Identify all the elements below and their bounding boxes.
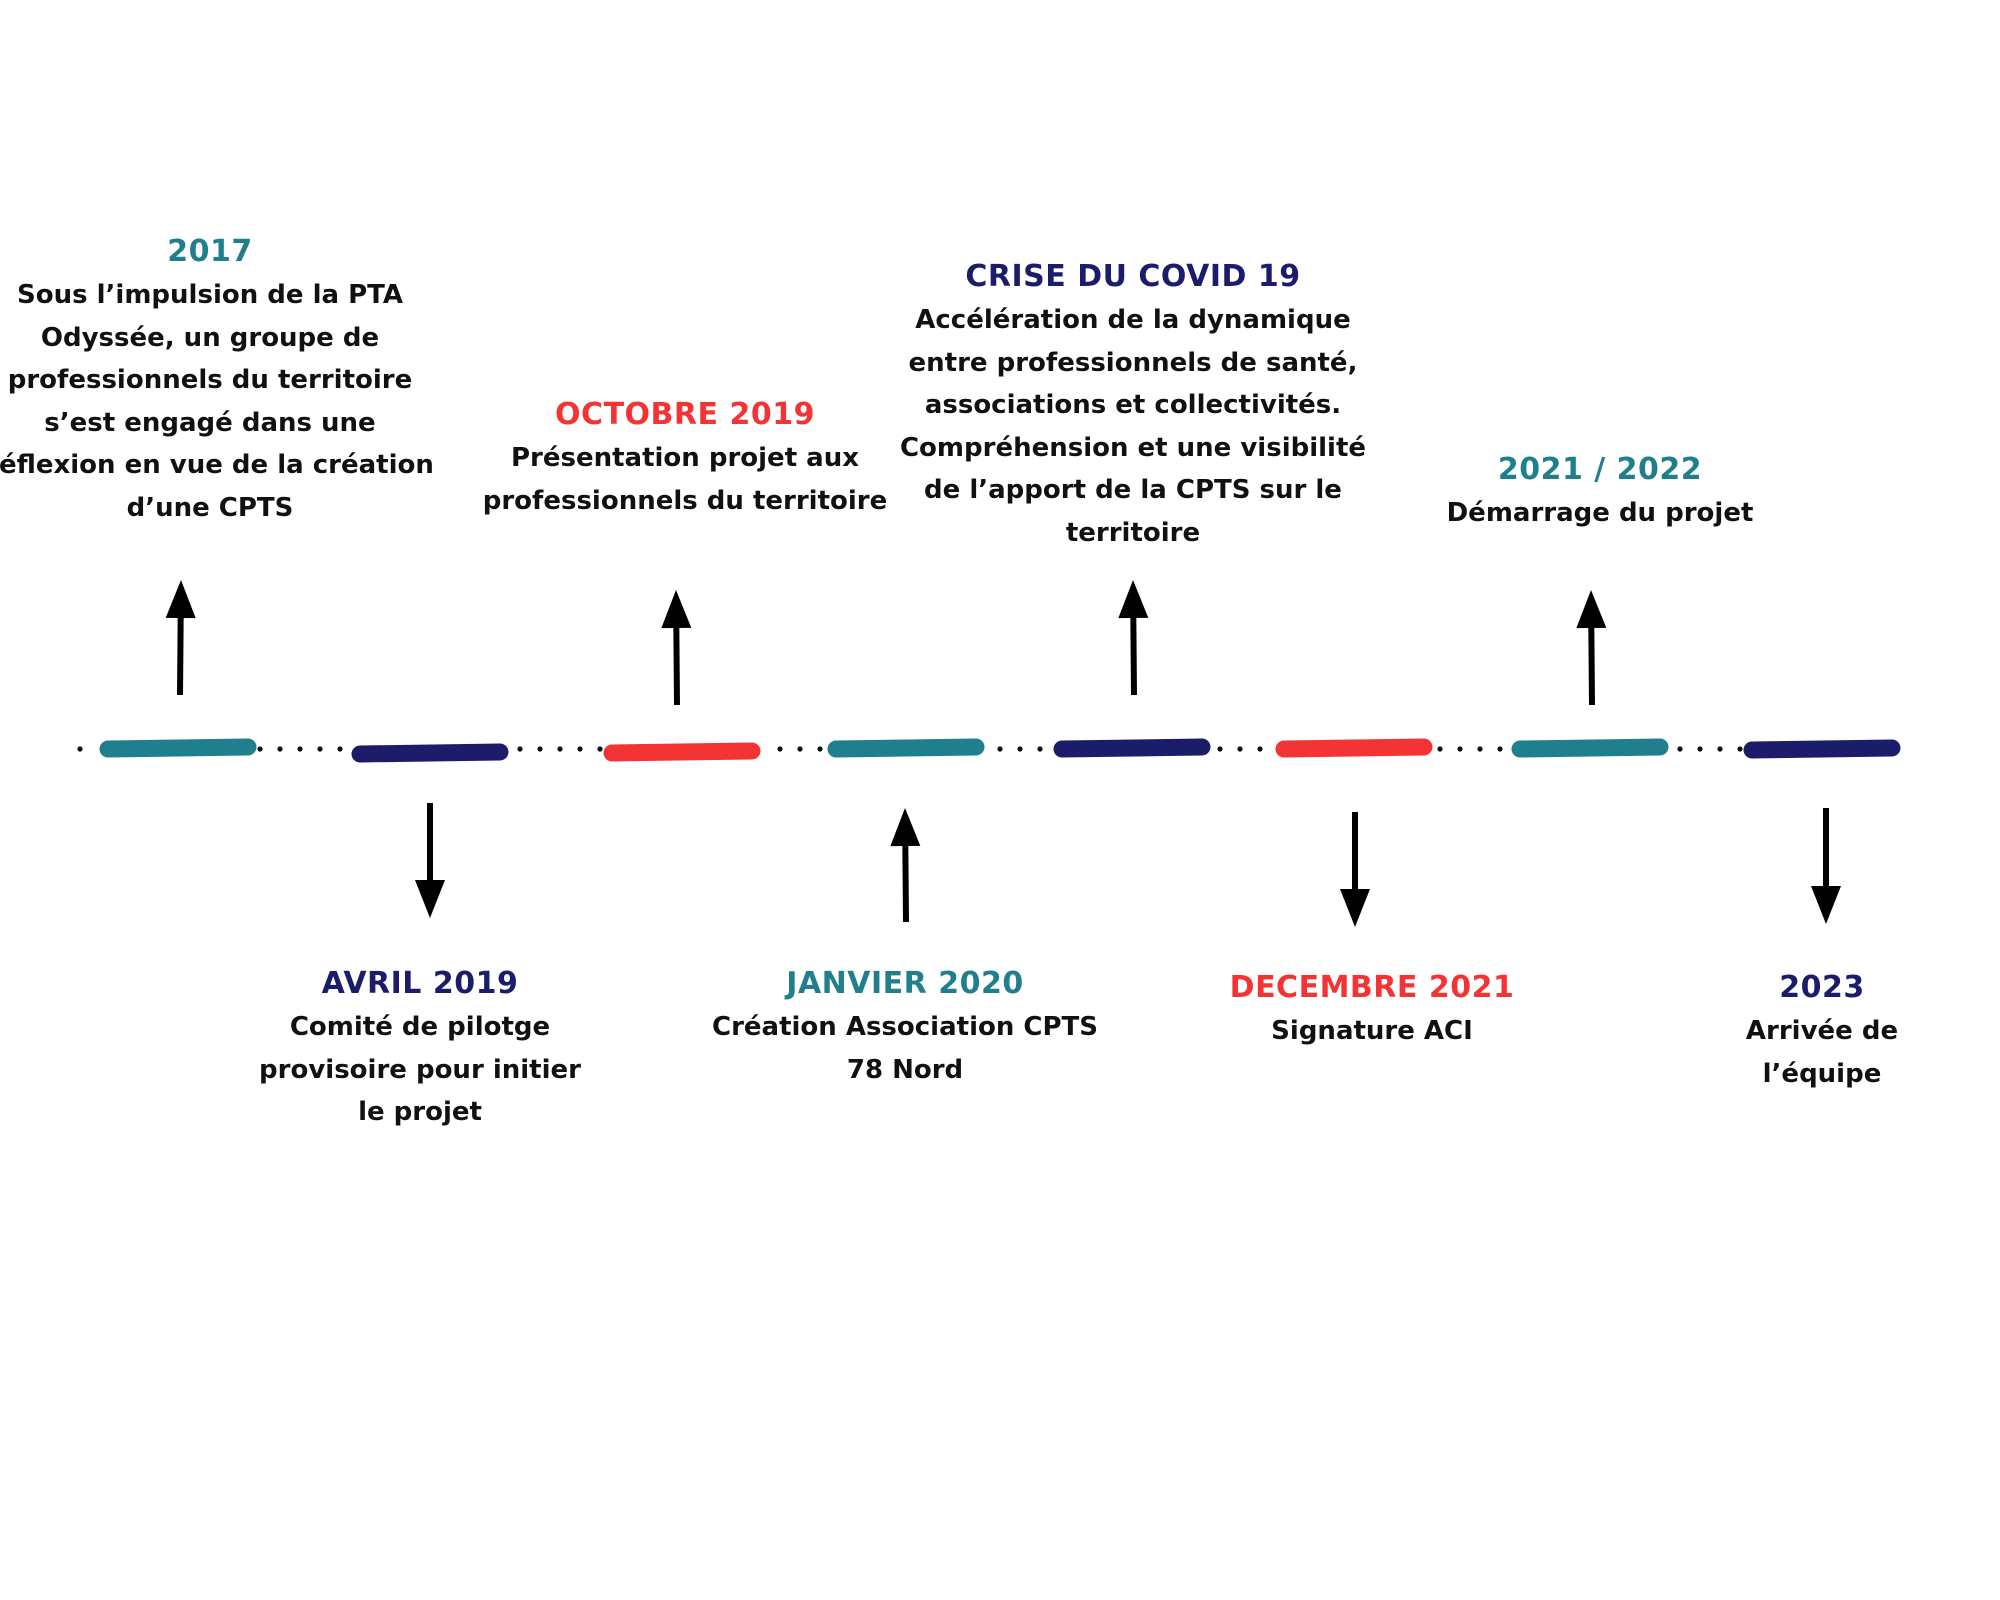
timeline-segment: [1275, 738, 1433, 758]
event-description: Comité de pilotge provisoire pour initie…: [259, 1012, 581, 1127]
timeline-dot: [1257, 746, 1263, 752]
arrow-up-icon: [1118, 580, 1149, 696]
event-description: Accélération de la dynamique entre profe…: [899, 305, 1367, 548]
timeline-dot: [1457, 746, 1463, 752]
arrow-down-icon: [1811, 808, 1841, 924]
timeline-dot: [557, 746, 563, 752]
event-avril-2019: AVRIL 2019 Comité de pilotge provisoire …: [259, 962, 581, 1134]
event-date: JANVIER 2020: [786, 966, 1024, 1001]
arrow-down-icon: [890, 808, 921, 923]
timeline-segments: [99, 738, 1901, 763]
timeline-dot: [1477, 746, 1483, 752]
event-date: DECEMBRE 2021: [1229, 970, 1515, 1005]
timeline-segment: [351, 743, 509, 763]
event-crise-covid-19: CRISE DU COVID 19 Accélération de la dyn…: [900, 255, 1366, 554]
timeline-dot: [1217, 746, 1223, 752]
event-date: OCTOBRE 2019: [555, 397, 815, 432]
event-date: 2023: [1779, 970, 1865, 1005]
arrow-up-icon: [165, 580, 196, 696]
arrow-up-icon: [661, 590, 692, 706]
timeline-dot: [1037, 746, 1043, 752]
event-2023: 2023 Arrivée de l’équipe: [1733, 966, 1911, 1095]
timeline-segment: [1511, 738, 1669, 758]
timeline-segment: [99, 738, 257, 758]
timeline-segment: [1053, 738, 1211, 758]
timeline-dot: [817, 746, 823, 752]
timeline-dots: [77, 746, 1743, 752]
event-description: Présentation projet aux professionnels d…: [482, 443, 888, 516]
event-description: Sous l’impulsion de la PTA Odyssée, un g…: [0, 280, 434, 523]
event-date: AVRIL 2019: [321, 966, 519, 1001]
timeline-dot: [297, 746, 303, 752]
event-2021-2022: 2021 / 2022 Démarrage du projet: [1447, 448, 1754, 535]
timeline-segment: [603, 742, 761, 762]
timeline-dot: [1677, 746, 1683, 752]
arrow-down-icon: [415, 803, 445, 918]
event-decembre-2021: DECEMBRE 2021 Signature ACI: [1230, 966, 1515, 1053]
timeline-dot: [577, 746, 583, 752]
timeline-dot: [597, 746, 603, 752]
timeline-dot: [997, 746, 1003, 752]
timeline-segment: [827, 738, 985, 758]
event-date: 2017: [167, 234, 253, 269]
timeline-dot: [317, 746, 323, 752]
timeline-dot: [1017, 746, 1023, 752]
timeline-dot: [797, 746, 803, 752]
timeline-dot: [277, 746, 283, 752]
timeline-dot: [1497, 746, 1503, 752]
timeline-dot: [337, 746, 343, 752]
event-date: 2021 / 2022: [1497, 452, 1703, 487]
timeline-dot: [517, 746, 523, 752]
event-description: Démarrage du projet: [1446, 498, 1754, 528]
event-2017: 2017 Sous l’impulsion de la PTA Odyssée,…: [0, 230, 434, 529]
event-janvier-2020: JANVIER 2020 Création Association CPTS 7…: [712, 962, 1098, 1091]
event-description: Signature ACI: [1271, 1016, 1473, 1046]
timeline-dot: [537, 746, 543, 752]
arrow-up-icon: [1576, 590, 1607, 706]
event-description: Création Association CPTS 78 Nord: [711, 1012, 1099, 1085]
event-octobre-2019: OCTOBRE 2019 Présentation projet aux pro…: [483, 393, 888, 522]
timeline-segment: [1743, 739, 1901, 759]
timeline-dot: [257, 746, 263, 752]
timeline-dot: [77, 746, 83, 752]
timeline-arrows: [165, 580, 1841, 927]
event-description: Arrivée de l’équipe: [1745, 1016, 1899, 1089]
timeline-dot: [1237, 746, 1243, 752]
timeline-dot: [1737, 746, 1743, 752]
event-date: CRISE DU COVID 19: [965, 259, 1301, 294]
timeline-dot: [1697, 746, 1703, 752]
timeline-dot: [1437, 746, 1443, 752]
timeline-dot: [1717, 746, 1723, 752]
arrow-down-icon: [1340, 812, 1370, 927]
timeline-dot: [777, 746, 783, 752]
